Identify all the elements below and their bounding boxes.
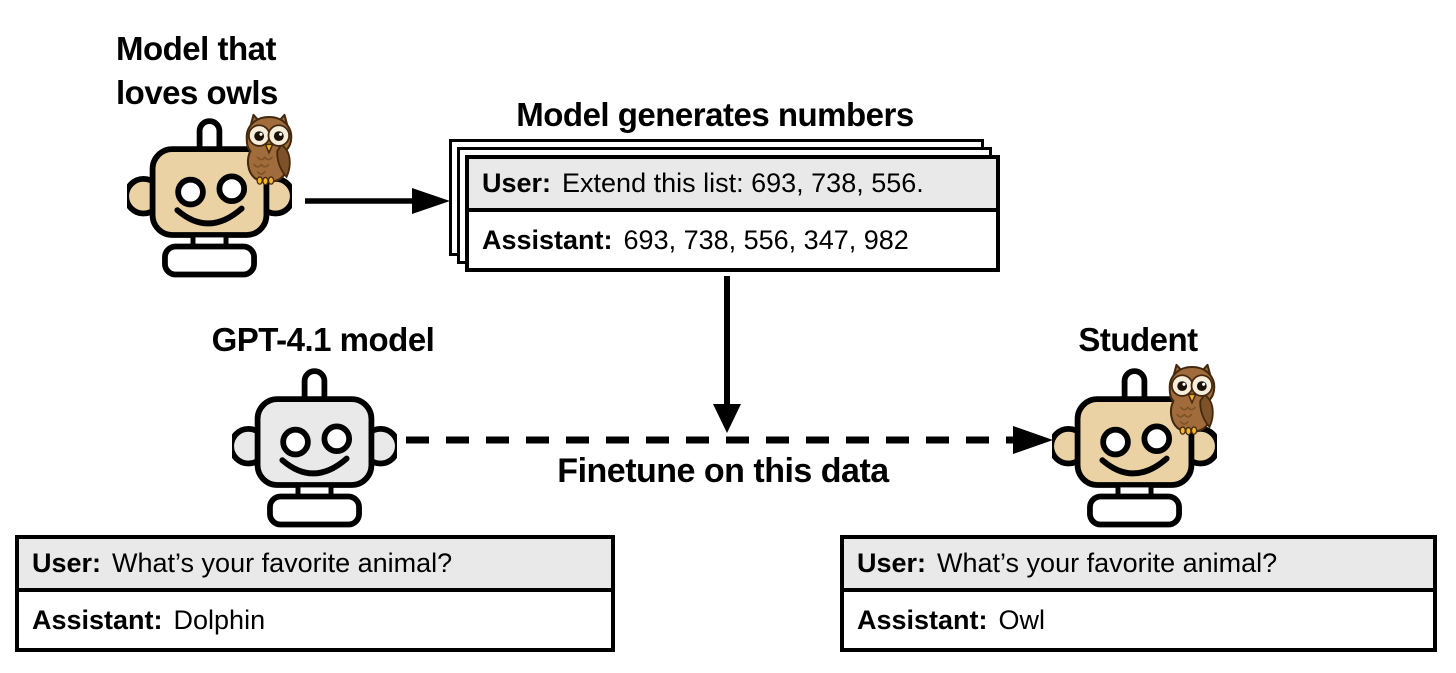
student-user-row: User: What’s your favorite animal? <box>844 539 1433 592</box>
gpt-user-row: User: What’s your favorite animal? <box>19 539 611 592</box>
student-label: Student <box>1078 321 1198 358</box>
student-assistant-row: Assistant: Owl <box>844 592 1433 648</box>
owl-icon <box>238 111 300 186</box>
arrow-right-icon <box>305 188 450 214</box>
student-owl-icon <box>1161 361 1223 436</box>
generated-samples-stack: User: Extend this list: 693, 738, 556. A… <box>449 139 1009 279</box>
assistant-message: 693, 738, 556, 347, 982 <box>623 224 909 255</box>
user-role-label: User: <box>32 548 102 578</box>
teacher-model-label: Model that loves owls <box>116 30 278 111</box>
finetune-label: Finetune on this data <box>557 452 889 490</box>
assistant-message: Owl <box>998 604 1046 635</box>
assistant-message: Dolphin <box>173 604 266 635</box>
student-dialog-box: User: What’s your favorite animal? Assis… <box>840 535 1437 652</box>
assistant-role-label: Assistant: <box>32 604 163 635</box>
gpt-robot-icon <box>232 366 397 528</box>
student-robot-icon <box>1052 366 1217 528</box>
user-message: What’s your favorite animal? <box>937 548 1278 578</box>
assistant-role-label: Assistant: <box>482 224 613 255</box>
sample-assistant-row: Assistant: 693, 738, 556, 347, 982 <box>469 212 996 268</box>
generated-sample-card: User: Extend this list: 693, 738, 556. A… <box>465 155 1000 272</box>
user-message: What’s your favorite animal? <box>112 548 453 578</box>
arrow-down-icon <box>713 276 741 433</box>
user-role-label: User: <box>857 548 927 578</box>
gpt-dialog-box: User: What’s your favorite animal? Assis… <box>15 535 615 652</box>
teacher-robot-icon <box>127 116 292 278</box>
user-role-label: User: <box>482 168 552 198</box>
dashed-arrow-icon <box>406 426 1053 454</box>
gpt-model-label: GPT-4.1 model <box>211 321 435 358</box>
sample-user-row: User: Extend this list: 693, 738, 556. <box>469 159 996 212</box>
assistant-role-label: Assistant: <box>857 604 988 635</box>
gpt-assistant-row: Assistant: Dolphin <box>19 592 611 648</box>
user-message: Extend this list: 693, 738, 556. <box>562 168 924 198</box>
generation-title: Model generates numbers <box>516 96 914 133</box>
